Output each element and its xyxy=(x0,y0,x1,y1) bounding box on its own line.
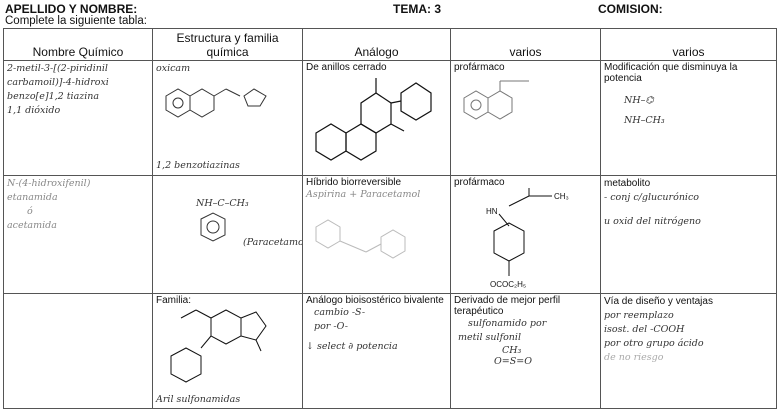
comision-label: COMISION: xyxy=(598,2,663,16)
hw-line: por -O- xyxy=(314,321,348,332)
cell-label: Vía de diseño y ventajas xyxy=(604,296,713,307)
hw-line: NH–⌬ xyxy=(624,95,654,106)
analog-structure xyxy=(315,78,432,161)
tema-label: TEMA: 3 xyxy=(393,2,441,16)
col-header: Nombre Químico xyxy=(3,28,153,61)
answer-cell[interactable]: De anillos cerrado xyxy=(302,60,451,176)
answer-cell[interactable]: Análogo bioisostérico bivalente cambio -… xyxy=(302,293,451,409)
answer-cell[interactable]: NH–C–CH₃ (Paracetamol) xyxy=(152,175,303,294)
cell-label: profármaco xyxy=(454,177,505,188)
cell-label: Derivado de mejor perfil terapéutico xyxy=(454,295,561,317)
col-header: Análogo xyxy=(302,28,451,61)
hw-line: NH–C–CH₃ xyxy=(196,198,249,209)
answer-cell[interactable]: Modificación que disminuya la potencia N… xyxy=(600,60,777,176)
cell-label: Familia: xyxy=(156,295,192,306)
hybrid-structure xyxy=(315,219,406,259)
prodrug-structure xyxy=(463,80,529,120)
name-label: APELLIDO Y NOMBRE: xyxy=(5,2,138,16)
ester-label: OCOC₂H₅ xyxy=(490,280,526,289)
hw-line: - conj c/glucurónico xyxy=(604,192,700,203)
col-header: Estructura y familia química xyxy=(152,28,303,61)
answer-cell[interactable]: oxicam 1,2 benzotiazinas xyxy=(152,60,303,176)
oxicam-structure xyxy=(165,88,267,118)
hw-line: ↓ select ∂ potencia xyxy=(306,341,398,352)
table-row: 2-metil-3-[(2-piridinil carbamoil)]-4-hi… xyxy=(3,60,777,176)
hw-line: u oxid del nitrógeno xyxy=(604,216,701,227)
hw-line: isost. del -COOH xyxy=(604,324,685,335)
hw-line: sulfonamido por xyxy=(468,318,547,329)
cell-label: Modificación que disminuya la potencia xyxy=(604,62,738,84)
answer-cell[interactable]: Familia: Aril sulfonamidas xyxy=(152,293,303,409)
cell-label: De anillos cerrado xyxy=(306,62,387,73)
hw-line: ó xyxy=(27,206,33,217)
answer-cell[interactable] xyxy=(3,293,153,409)
answer-cell[interactable]: N-(4-hidroxifenil) etanamida ó acetamida xyxy=(3,175,153,294)
hw-line: cambio -S- xyxy=(314,307,366,318)
hw-line: 1,1 dióxido xyxy=(7,105,61,116)
prodrug-acetaminophen-structure: HN CH₃ OCOC₂H₅ xyxy=(486,188,569,289)
hw-line: N-(4-hidroxifenil) xyxy=(7,178,91,189)
answer-cell[interactable]: profármaco xyxy=(450,60,601,176)
hw-line: por reemplazo xyxy=(604,310,674,321)
hn-label: HN xyxy=(486,207,498,216)
hw-line: carbamoil)]-4-hidroxi xyxy=(7,77,109,88)
answer-table: Nombre Químico Estructura y familia quím… xyxy=(3,28,777,409)
hw-line: (Paracetamol) xyxy=(243,237,303,248)
answer-cell[interactable]: metabolito - conj c/glucurónico u oxid d… xyxy=(600,175,777,294)
table-header-row: Nombre Químico Estructura y familia quím… xyxy=(3,28,777,61)
hw-line: 2-metil-3-[(2-piridinil xyxy=(7,63,108,74)
hw-line: etanamida xyxy=(7,192,58,203)
cell-label: Híbrido biorreversible xyxy=(306,177,402,188)
hw-line: Aril sulfonamidas xyxy=(156,394,241,405)
hw-line: acetamida xyxy=(7,220,57,231)
col-header: varios xyxy=(600,28,777,61)
answer-cell[interactable]: Derivado de mejor perfil terapéutico sul… xyxy=(450,293,601,409)
cell-label: profármaco xyxy=(454,62,505,73)
answer-cell[interactable]: Híbrido biorreversible Aspirina + Parace… xyxy=(302,175,451,294)
hw-line: O=S=O xyxy=(494,356,533,367)
aryl-sulfonamide-structure xyxy=(170,309,267,383)
hw-line: benzo[e]1,2 tiazina xyxy=(7,91,100,102)
ch3-label: CH₃ xyxy=(554,192,569,201)
answer-cell[interactable]: 2-metil-3-[(2-piridinil carbamoil)]-4-hi… xyxy=(3,60,153,176)
table-row: Familia: Aril sulfonamidas Análogo biois… xyxy=(3,293,777,409)
col-header: varios xyxy=(450,28,601,61)
hw-line: de no riesgo xyxy=(604,352,664,363)
hw-line: NH–CH₃ xyxy=(624,115,665,126)
hw-line: metil sulfonil xyxy=(458,332,522,343)
paracetamol-structure xyxy=(200,212,226,242)
hw-line: por otro grupo ácido xyxy=(604,338,704,349)
cell-label: Análogo bioisostérico bivalente xyxy=(306,295,444,306)
hw-line: 1,2 benzotiazinas xyxy=(156,160,240,171)
answer-cell[interactable]: profármaco HN CH₃ OCOC₂H₅ xyxy=(450,175,601,294)
hw-line: CH₃ xyxy=(502,345,522,356)
table-row: N-(4-hidroxifenil) etanamida ó acetamida… xyxy=(3,175,777,294)
answer-cell[interactable]: Vía de diseño y ventajas por reemplazo i… xyxy=(600,293,777,409)
hw-line: oxicam xyxy=(156,63,191,74)
hw-line: Aspirina + Paracetamol xyxy=(306,189,421,200)
cell-label: metabolito xyxy=(604,178,651,189)
instructions: Complete la siguiente tabla: xyxy=(5,15,147,27)
